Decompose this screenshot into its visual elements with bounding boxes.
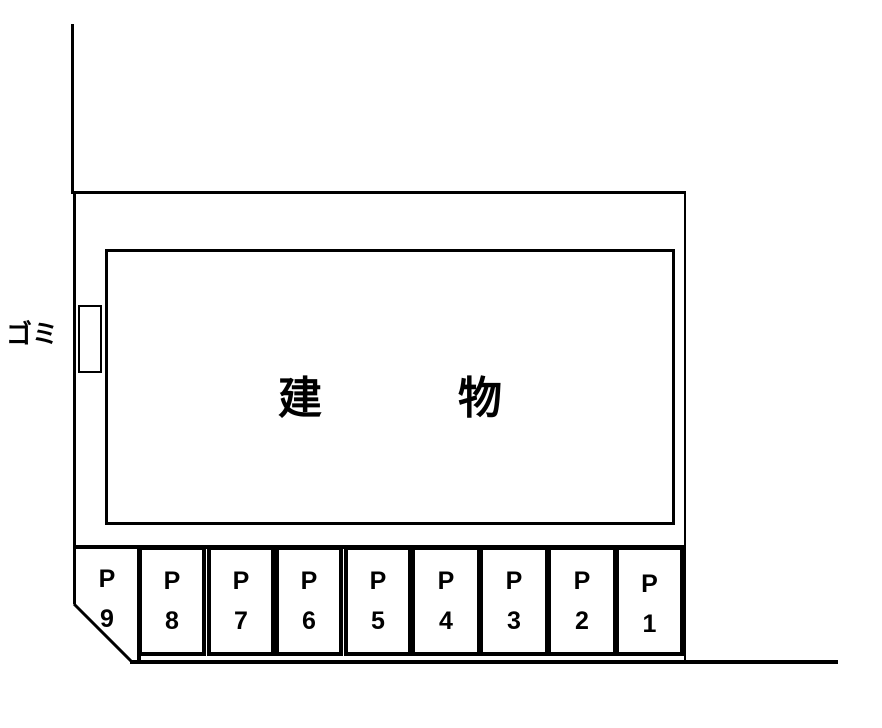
lot-right-boundary: [684, 191, 686, 661]
parking-number: 1: [642, 610, 657, 638]
lot-top-boundary: [73, 191, 686, 194]
garbage-area: [78, 305, 102, 373]
parking-letter: P: [98, 565, 116, 593]
parking-slot-p9: P 9: [76, 549, 138, 660]
parking-slot-p7: P 7: [207, 546, 275, 656]
parking-slot-p1: P 1: [615, 546, 684, 656]
parking-number: 7: [234, 607, 248, 635]
parking-letter: P: [505, 567, 523, 595]
bottom-road-line: [130, 660, 838, 664]
left-road-line: [71, 24, 74, 194]
corner-cut-line: [72, 602, 134, 664]
parking-number: 4: [439, 607, 453, 635]
parking-letter: P: [163, 567, 181, 595]
parking-letter: P: [300, 567, 318, 595]
lot-left-boundary: [73, 191, 76, 604]
parking-slot-p5: P 5: [344, 546, 412, 656]
parking-number: 3: [507, 607, 521, 635]
parking-letter: P: [437, 567, 455, 595]
garbage-label: ゴミ: [6, 320, 59, 350]
parking-slot-p3: P 3: [479, 546, 549, 656]
parking-letter: P: [369, 567, 387, 595]
parking-number: 2: [575, 607, 589, 635]
parking-slot-p4: P 4: [411, 546, 481, 656]
parking-number: 5: [371, 607, 385, 635]
parking-slot-p6: P 6: [275, 546, 343, 656]
parking-number: 6: [302, 607, 316, 635]
parking-slot-p2: P 2: [547, 546, 617, 656]
parking-number: 9: [100, 605, 114, 633]
parking-slot-p8: P 8: [138, 546, 206, 656]
parking-letter: P: [641, 570, 658, 598]
parking-letter: P: [232, 567, 250, 595]
building-label: 建 物: [278, 373, 548, 424]
building: 建 物: [105, 249, 675, 525]
parking-letter: P: [573, 567, 591, 595]
parking-number: 8: [165, 607, 179, 635]
